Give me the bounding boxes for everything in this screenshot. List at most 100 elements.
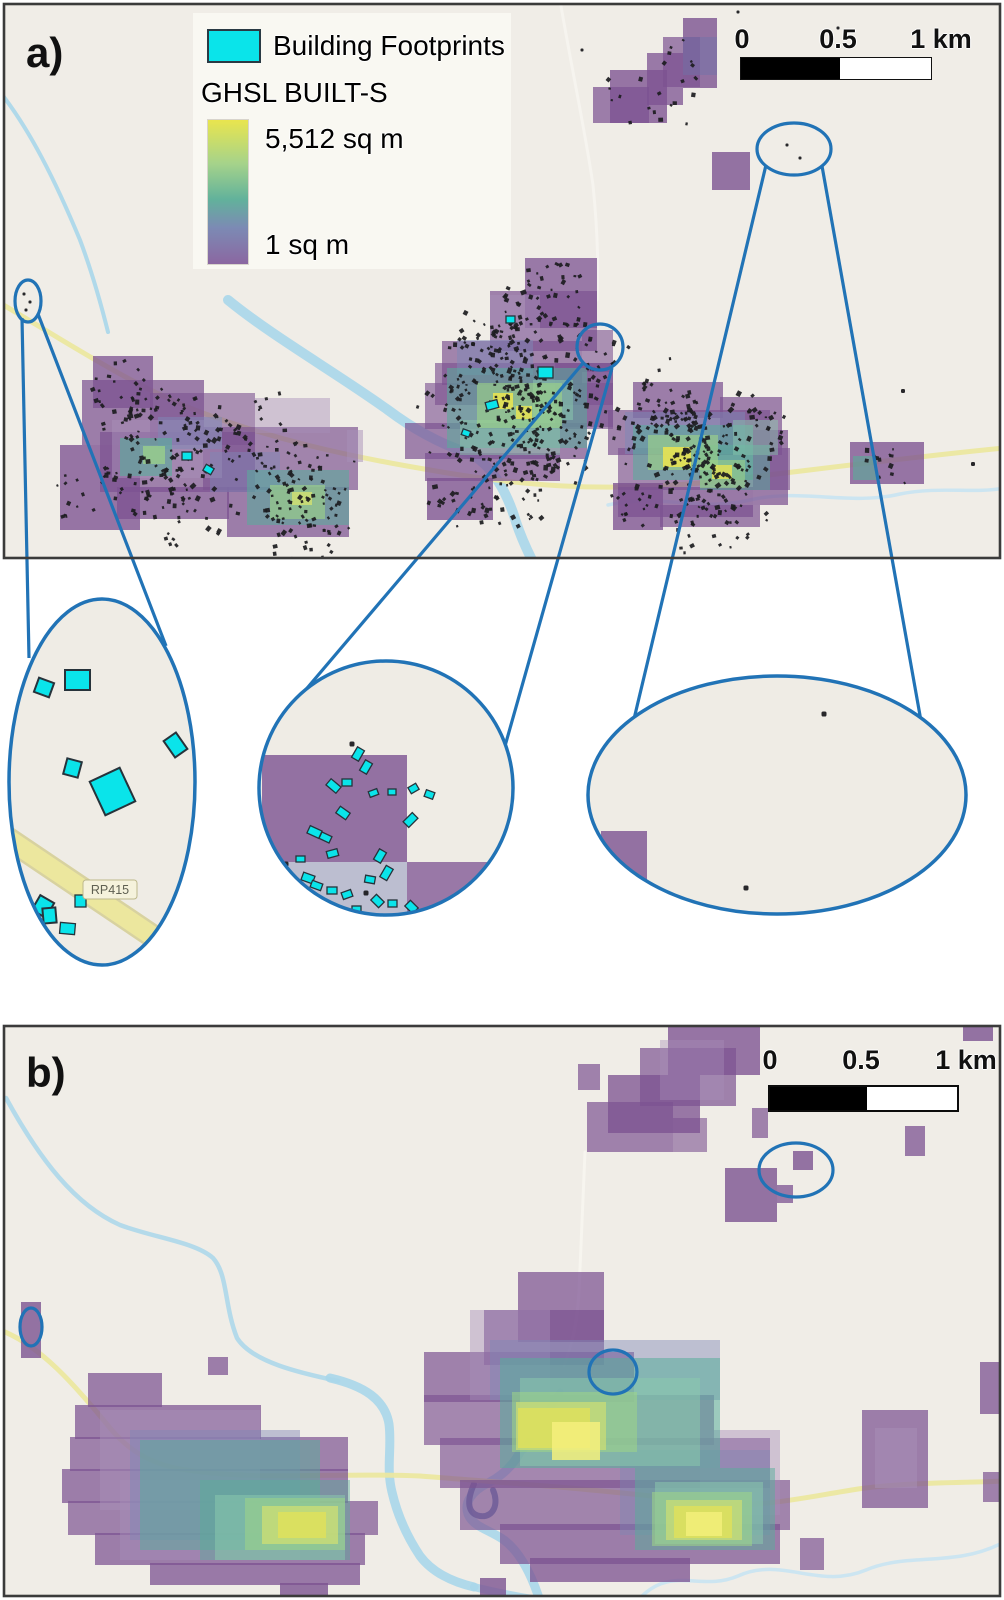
building-dot [455, 524, 459, 528]
building-dot [551, 391, 555, 395]
color-ramp [207, 119, 249, 265]
building-dot [584, 342, 589, 347]
building-dot [258, 405, 263, 410]
building-dot [740, 468, 744, 472]
building-dot [446, 451, 453, 457]
building-dot [442, 407, 448, 413]
building-dot [745, 532, 750, 537]
building-dot [493, 328, 500, 335]
building-footprint [341, 778, 353, 787]
building-dot [126, 413, 134, 420]
building-dot [653, 429, 659, 434]
building-dot [711, 533, 717, 539]
building-dot [641, 492, 645, 496]
building-dot [133, 481, 137, 486]
building-dot [525, 268, 531, 273]
building-dot [554, 464, 561, 470]
building-dot [628, 120, 633, 125]
building-dot [713, 473, 720, 480]
building-dot [511, 424, 516, 430]
building-dot [468, 357, 473, 361]
building-dot [702, 450, 706, 454]
building-dot [740, 453, 746, 459]
building-dot [670, 458, 674, 461]
building-dot [467, 364, 473, 369]
building-dot [706, 488, 712, 494]
building-dot [308, 523, 312, 528]
building-dot [545, 264, 550, 269]
building-dot [536, 285, 542, 290]
building-dot [489, 345, 493, 349]
building-dot [539, 275, 544, 281]
building-dot [315, 560, 320, 565]
building-dot [526, 373, 530, 377]
building-dot [551, 316, 558, 322]
building-dot [500, 507, 505, 513]
building-dot [679, 497, 684, 502]
building-dot [494, 363, 499, 368]
building-dot [641, 384, 648, 391]
map-cell [793, 1151, 813, 1170]
building-dot [487, 457, 493, 462]
map-cell [875, 1428, 917, 1488]
building-dot [302, 545, 308, 551]
building-dot [253, 399, 258, 404]
building-dot [56, 484, 59, 487]
building-dot [227, 422, 233, 428]
building-footprint [387, 788, 397, 796]
building-dot [480, 504, 486, 510]
building-dot [645, 503, 649, 507]
building-dot [704, 507, 709, 512]
building-dot [539, 438, 545, 445]
isolated-dot [471, 342, 475, 346]
building-dot [336, 530, 342, 536]
building-dot [182, 403, 186, 407]
building-dot [158, 421, 163, 425]
building-dot [264, 513, 270, 519]
building-dot [289, 469, 293, 473]
building-dot [502, 294, 508, 300]
building-dot [685, 122, 688, 126]
building-dot [129, 406, 134, 411]
building-dot [141, 377, 146, 383]
building-dot [640, 523, 645, 528]
building-dot [506, 408, 511, 413]
building-dot [276, 478, 281, 483]
building-footprint [378, 864, 395, 882]
building-dot [322, 502, 325, 505]
building-dot [744, 492, 748, 496]
building-dot [135, 408, 139, 412]
building-footprint [363, 874, 377, 885]
building-dot [746, 459, 750, 464]
building-dot [595, 378, 601, 384]
building-dot [467, 391, 471, 396]
map-cell [686, 1512, 722, 1536]
building-dot [649, 382, 654, 387]
building-dot [616, 426, 622, 431]
building-dot [489, 507, 493, 511]
building-dot [506, 388, 510, 392]
building-dot [167, 477, 174, 483]
map-path [559, 5, 600, 302]
building-dot [204, 516, 209, 520]
building-dot [488, 431, 494, 437]
building-dot [193, 397, 197, 401]
building-dot [543, 464, 549, 471]
building-dot [305, 496, 311, 503]
building-dot [509, 365, 514, 369]
building-dot [316, 455, 320, 460]
magnifier-left-footprints [30, 669, 189, 936]
building-dot [717, 453, 720, 456]
building-dot [130, 508, 136, 513]
building-dot [493, 494, 500, 501]
building-dot [664, 414, 670, 418]
building-dot [709, 450, 714, 455]
building-dot [650, 422, 654, 425]
building-dot [537, 318, 542, 323]
panel-b-border [2, 1024, 1002, 1598]
building-dot [690, 62, 696, 68]
building-dot [458, 392, 464, 398]
map-cell [280, 1583, 328, 1595]
building-dot [352, 460, 356, 463]
building-dot [756, 474, 762, 480]
